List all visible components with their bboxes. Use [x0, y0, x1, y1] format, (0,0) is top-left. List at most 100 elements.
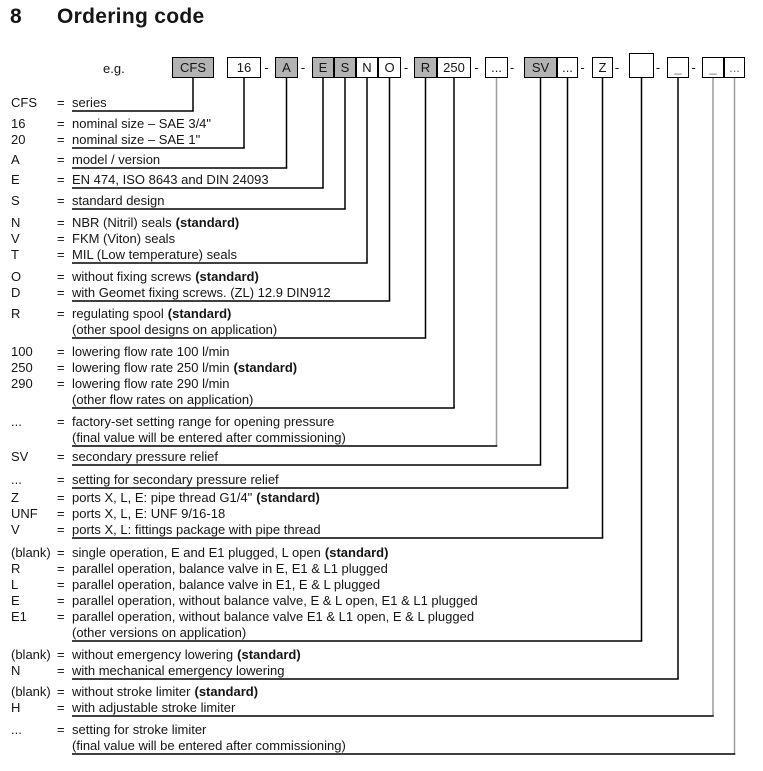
code-box-S: S — [334, 57, 356, 78]
dash-separator: - — [264, 60, 269, 75]
code-description: parallel operation, balance valve in E1,… — [72, 577, 380, 593]
description-text: parallel operation, balance valve in E, … — [72, 561, 388, 576]
code-box-16: 16 — [227, 57, 261, 78]
legend-row: (blank)=single operation, E and E1 plugg… — [0, 545, 763, 561]
code-box-R: R — [414, 57, 437, 78]
dash-separator: - — [403, 60, 409, 75]
code-label: H — [11, 700, 21, 715]
legend-row: E1=parallel operation, without balance v… — [0, 609, 763, 625]
code-label: R — [11, 561, 21, 576]
equals-sign: = — [57, 593, 65, 608]
code-box-dotdotdot: ... — [485, 57, 508, 78]
legend-row: 100=lowering flow rate 100 l/min — [0, 344, 763, 360]
code-box-E: E — [312, 57, 334, 78]
legend-row: (other spool designs on application) — [0, 322, 763, 338]
legend-row: A=model / version — [0, 152, 763, 168]
equals-sign: = — [57, 449, 65, 464]
description-text: with mechanical emergency lowering — [72, 663, 285, 678]
equals-sign: = — [57, 152, 65, 167]
description-text: lowering flow rate 100 l/min — [72, 344, 230, 359]
description-text: with adjustable stroke limiter — [72, 700, 236, 715]
dash-separator: - — [655, 60, 661, 75]
description-text: EN 474, ISO 8643 and DIN 24093 — [72, 172, 269, 187]
equals-sign: = — [57, 506, 65, 521]
legend-row: N = with mechanical emergency lowering — [0, 663, 763, 679]
standard-flag: (standard) — [175, 215, 240, 230]
code-label: 250 — [11, 360, 33, 375]
legend-row: V=ports X, L: fittings package with pipe… — [0, 522, 763, 538]
equals-sign: = — [57, 132, 65, 147]
standard-flag: (standard) — [324, 545, 389, 560]
legend-note: (final value will be entered after commi… — [72, 430, 346, 445]
equals-sign: = — [57, 577, 65, 592]
code-description: nominal size – SAE 1" — [72, 132, 200, 148]
code-description: with mechanical emergency lowering — [72, 663, 284, 679]
description-text: series — [72, 95, 107, 110]
code-description: with Geomet fixing screws. (ZL) 12.9 DIN… — [72, 285, 331, 301]
example-label: e.g. — [103, 61, 125, 76]
code-label: 20 — [11, 132, 26, 147]
code-description: factory-set setting range for opening pr… — [72, 414, 334, 430]
dash-separator: - — [580, 60, 585, 75]
legend-row: 290 = lowering flow rate 290 l/min — [0, 376, 763, 392]
code-description: ports X, L: fittings package with pipe t… — [72, 522, 321, 538]
code-description: nominal size – SAE 3/4" — [72, 116, 211, 132]
equals-sign: = — [57, 116, 65, 131]
code-description: parallel operation, without balance valv… — [72, 609, 474, 625]
description-text: secondary pressure relief — [72, 449, 218, 464]
code-box-blank — [629, 53, 654, 78]
code-box-dotdotdot: ... — [557, 57, 578, 78]
legend-row: (blank)=without emergency lowering(stand… — [0, 647, 763, 663]
description-text: setting for secondary pressure relief — [72, 472, 279, 487]
legend-row: CFS=series — [0, 95, 763, 111]
section-number: 8 — [10, 5, 22, 28]
description-text: lowering flow rate 290 l/min — [72, 376, 230, 391]
code-description: ports X, L, E: UNF 9/16-18 — [72, 506, 225, 522]
equals-sign: = — [57, 663, 65, 678]
legend-row: 20 = nominal size – SAE 1" — [0, 132, 763, 148]
code-description: standard design — [72, 193, 165, 209]
code-label: N — [11, 663, 21, 678]
dash-separator: - — [614, 60, 620, 75]
equals-sign: = — [57, 561, 65, 576]
equals-sign: = — [57, 172, 65, 187]
equals-sign: = — [57, 522, 65, 537]
standard-flag: (standard) — [195, 269, 259, 284]
code-description: NBR (Nitril) seals(standard) — [72, 215, 239, 231]
description-text: ports X, L, E: UNF 9/16-18 — [72, 506, 226, 521]
legend-note: (final value will be entered after commi… — [72, 738, 346, 753]
code-box-_: _ — [667, 57, 689, 78]
code-label: ... — [11, 414, 22, 429]
equals-sign: = — [57, 376, 65, 391]
legend-note: (other versions on application) — [72, 625, 247, 640]
code-label: 290 — [11, 376, 33, 391]
code-description: regulating spool(standard) — [72, 306, 231, 322]
code-box-O: O — [378, 57, 401, 78]
code-label: T — [11, 247, 19, 262]
code-label: UNF — [11, 506, 38, 521]
equals-sign: = — [57, 545, 65, 560]
code-label: O — [11, 269, 22, 284]
description-text: MIL (Low temperature) seals — [72, 247, 237, 262]
legend-row: O=without fixing screws(standard) — [0, 269, 763, 285]
legend-row: 16=nominal size – SAE 3/4" — [0, 116, 763, 132]
code-label: S — [11, 193, 20, 208]
code-label: ... — [11, 472, 22, 487]
dash-separator: - — [300, 60, 306, 75]
equals-sign: = — [57, 684, 65, 699]
legend-row: N=NBR (Nitril) seals(standard) — [0, 215, 763, 231]
legend-row: UNF = ports X, L, E: UNF 9/16-18 — [0, 506, 763, 522]
legend-row: L=parallel operation, balance valve in E… — [0, 577, 763, 593]
equals-sign: = — [57, 647, 65, 662]
legend-row: Z=ports X, L, E: pipe thread G1/4"(stand… — [0, 490, 763, 506]
code-description: EN 474, ISO 8643 and DIN 24093 — [72, 172, 269, 188]
code-description: model / version — [72, 152, 160, 168]
code-label: D — [11, 285, 21, 300]
legend-row: E=parallel operation, without balance va… — [0, 593, 763, 609]
code-label: (blank) — [11, 684, 51, 699]
legend-row: 250=lowering flow rate 250 l/min(standar… — [0, 360, 763, 376]
equals-sign: = — [57, 193, 65, 208]
code-label: E1 — [11, 609, 27, 624]
